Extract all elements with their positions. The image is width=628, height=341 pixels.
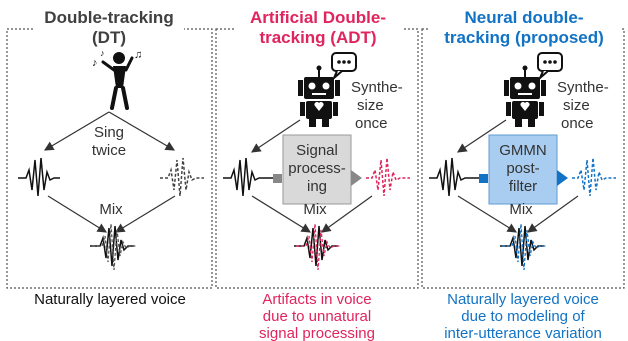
dt-caption: Naturally layered voice xyxy=(34,291,186,308)
svg-text:tracking (ADT): tracking (ADT) xyxy=(259,28,376,47)
robot-icon xyxy=(504,65,546,127)
speech-bubble-icon xyxy=(331,52,357,79)
neural-caption-line1: Naturally layered voice xyxy=(447,291,599,308)
adt-waveform-mix xyxy=(294,223,340,271)
svg-text:Artificial Double-: Artificial Double- xyxy=(250,8,386,27)
svg-text:Signal: Signal xyxy=(296,142,338,159)
svg-text:filter: filter xyxy=(509,178,537,195)
svg-text:Neural double-: Neural double- xyxy=(464,8,583,27)
robot-icon xyxy=(298,65,340,127)
svg-text:♪: ♪ xyxy=(100,48,105,58)
svg-text:Double-tracking: Double-tracking xyxy=(44,8,173,27)
adt-caption-line3: signal processing xyxy=(259,325,375,341)
svg-text:GMMN: GMMN xyxy=(499,142,547,159)
panel-dt-title: Double-tracking (DT) xyxy=(34,5,184,49)
adt-caption-line1: Artifacts in voice xyxy=(262,291,371,308)
neural-waveform-mix xyxy=(500,223,546,271)
neural-arrows xyxy=(457,119,579,233)
adt-action-label: Synthe- xyxy=(351,79,403,96)
svg-text:tracking (proposed): tracking (proposed) xyxy=(444,28,604,47)
svg-text:♫: ♫ xyxy=(134,49,142,61)
neural-gmmn-postfilter-box: GMMN post- filter xyxy=(479,134,568,205)
adt-arrows xyxy=(251,119,373,233)
svg-text:♪: ♪ xyxy=(92,57,98,69)
dt-action-label: Sing xyxy=(94,124,124,141)
panel-adt-title: Artificial Double- tracking (ADT) xyxy=(234,5,402,49)
neural-waveform-right xyxy=(572,157,616,197)
neural-mix-label: Mix xyxy=(509,201,533,218)
neural-caption-line3: inter-utterance variation xyxy=(444,325,602,341)
neural-waveform-left xyxy=(429,157,471,197)
adt-action-label-3: once xyxy=(355,115,388,132)
neural-caption-line2: due to modeling of xyxy=(461,308,585,325)
dt-waveform-mix xyxy=(90,223,136,271)
svg-text:process-: process- xyxy=(288,160,346,177)
panel-neural-title: Neural double- tracking (proposed) xyxy=(428,5,622,49)
adt-signal-processing-box: Signal process- ing xyxy=(273,134,362,205)
adt-action-label-2: size xyxy=(357,97,384,114)
neural-action-label-3: once xyxy=(561,115,594,132)
adt-mix-label: Mix xyxy=(303,201,327,218)
svg-text:(DT): (DT) xyxy=(92,28,126,47)
neural-action-label-2: size xyxy=(563,97,590,114)
adt-caption-line2: due to unnatural xyxy=(263,308,371,325)
adt-waveform-right xyxy=(366,157,410,197)
svg-text:post-: post- xyxy=(506,160,539,177)
dt-waveform-right xyxy=(160,157,204,197)
dt-mix-label: Mix xyxy=(99,201,123,218)
svg-text:ing: ing xyxy=(307,178,327,195)
adt-waveform-left xyxy=(223,157,265,197)
dt-arrows xyxy=(43,111,176,233)
dt-action-label-2: twice xyxy=(92,142,126,159)
neural-action-label: Synthe- xyxy=(557,79,609,96)
dt-waveform-left xyxy=(18,157,60,197)
speech-bubble-icon xyxy=(537,52,563,79)
singer-icon: ♪ ♫ ♪ xyxy=(92,48,142,110)
